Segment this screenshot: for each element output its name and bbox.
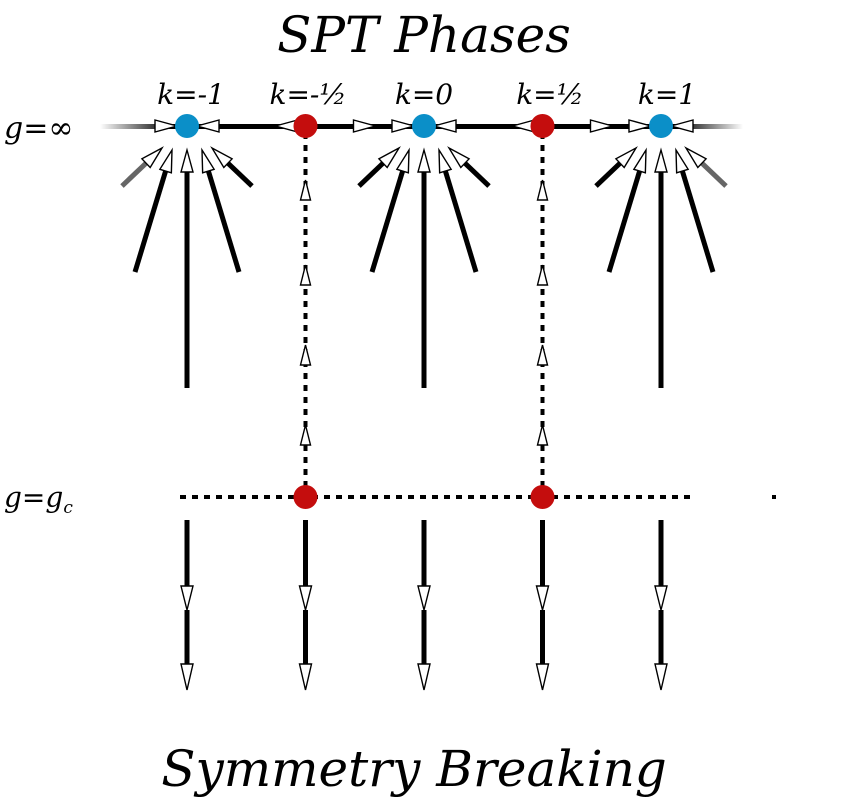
top-flow-arrow-4-from-right: [668, 119, 694, 133]
fan-arrowhead-2-2: [417, 147, 431, 173]
fan-arrowhead-4-0: [614, 146, 638, 169]
fixed-point-stable-0: [175, 114, 199, 138]
critical-line-end-dot: [772, 495, 776, 499]
fan-arrowhead-2-0: [377, 146, 401, 169]
fan-arrowhead-2-1: [395, 147, 410, 174]
top-flow-arrow-2-from-right: [431, 119, 457, 133]
fan-ray-2-0: [357, 159, 387, 188]
critical-point-1: [530, 485, 555, 509]
fixed-points: [175, 114, 673, 509]
k-label-minus-half: k=-½: [269, 78, 346, 111]
critical-point-0: [293, 485, 318, 509]
critical-vertical-arrow-0-3: [299, 424, 312, 446]
critical-vertical-arrow-0-1: [299, 264, 312, 286]
down-arrowhead-lower-4: [654, 663, 668, 691]
top-flow-arrow-4-from-left: [628, 119, 654, 133]
fan-ray-0-1: [132, 168, 169, 273]
fixed-point-unstable-1: [293, 114, 318, 138]
top-line-fade-right: [678, 124, 743, 129]
fan-arrowhead-0-2: [180, 147, 194, 173]
k-label-zero: k=0: [395, 78, 453, 111]
top-line-fade-left: [100, 124, 170, 129]
down-arrowhead-lower-3: [535, 663, 550, 691]
critical-vertical-arrow-1-3: [536, 424, 549, 446]
top-flow-arrow-0-from-right: [194, 119, 220, 133]
down-arrowhead-lower-2: [417, 663, 431, 691]
fan-ray-2-4: [461, 159, 491, 188]
top-title: SPT Phases: [277, 6, 571, 64]
down-arrowhead-upper-3: [535, 585, 550, 611]
fan-ray-4-4: [698, 159, 728, 188]
k-label-one: k=1: [638, 78, 696, 111]
g-critical-prefix: g=g: [4, 481, 63, 514]
down-arrowhead-upper-2: [417, 585, 431, 611]
g-infinity-label: g=∞: [4, 111, 73, 146]
top-flow-arrow-0-from-left: [154, 119, 180, 133]
fan-arrowhead-2-3: [438, 147, 453, 174]
down-arrowhead-lower-1: [298, 663, 313, 691]
fan-ray-4-0: [594, 159, 624, 188]
critical-vertical-arrow-1-0: [536, 179, 549, 201]
fixed-point-stable-2: [412, 114, 436, 138]
fan-ray-2-3: [442, 168, 479, 273]
fan-arrowhead-2-4: [447, 146, 471, 169]
k-label-half: k=½: [516, 78, 584, 111]
fan-arrowhead-0-4: [210, 146, 234, 169]
g-critical-subscript: c: [63, 498, 73, 518]
k-label-minus-one: k=-1: [157, 78, 225, 111]
top-flow-arrow-1-away-right: [352, 119, 379, 133]
fan-ray-0-0: [120, 159, 150, 188]
fixed-point-unstable-3: [530, 114, 555, 138]
fan-ray-2-1: [369, 168, 406, 273]
critical-vertical-arrow-0-0: [299, 179, 312, 201]
fan-arrowhead-4-4: [684, 146, 708, 169]
fan-arrowhead-0-3: [201, 147, 216, 174]
fan-arrowhead-4-3: [675, 147, 690, 174]
top-flow-arrow-2-from-left: [391, 119, 417, 133]
fan-arrowhead-4-2: [654, 147, 668, 173]
fan-arrowhead-4-1: [632, 147, 647, 174]
down-arrowhead-upper-0: [180, 585, 194, 611]
top-flow-arrow-3-away-right: [589, 119, 616, 133]
down-arrowhead-lower-0: [180, 663, 194, 691]
critical-vertical-arrow-0-2: [299, 344, 312, 366]
g-critical-label: g=gc: [4, 481, 73, 518]
bottom-title: Symmetry Breaking: [161, 740, 667, 798]
fan-arrowhead-0-1: [158, 147, 173, 174]
fan-ray-0-3: [205, 168, 242, 273]
g-critical-line: [100, 495, 776, 499]
fan-arrowhead-0-0: [140, 146, 164, 169]
k-labels: k=-1 k=-½ k=0 k=½ k=1: [157, 78, 696, 111]
fan-ray-4-1: [606, 168, 643, 273]
down-arrowhead-upper-1: [298, 585, 313, 611]
fan-ray-4-3: [679, 168, 716, 273]
fan-ray-0-4: [224, 159, 254, 188]
fixed-point-stable-4: [649, 114, 673, 138]
critical-vertical-arrow-1-2: [536, 344, 549, 366]
down-arrowhead-upper-4: [654, 585, 668, 611]
flow-lines: [120, 119, 728, 691]
critical-vertical-arrow-1-1: [536, 264, 549, 286]
